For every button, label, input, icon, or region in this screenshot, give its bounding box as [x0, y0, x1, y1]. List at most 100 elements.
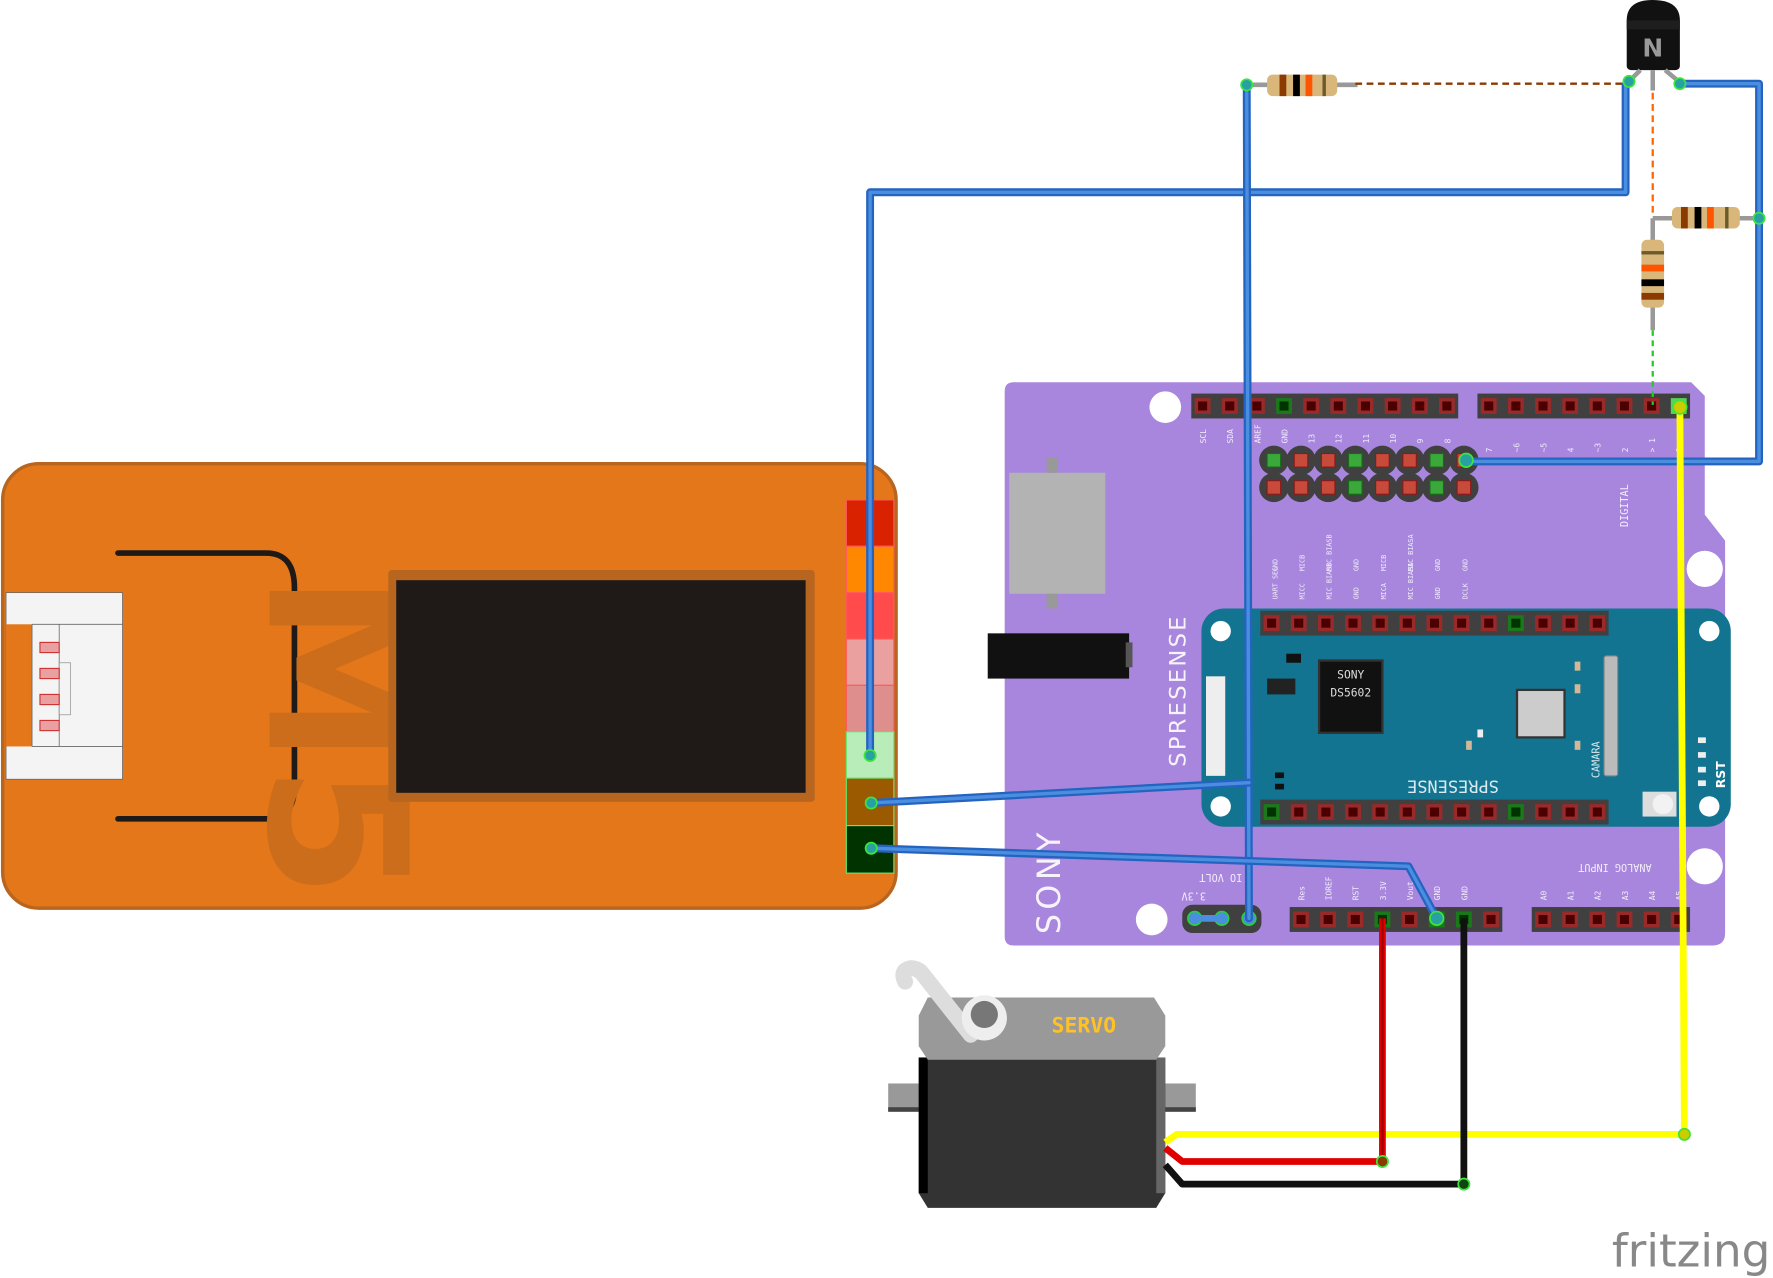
pin-label: MIC BIASA: [1407, 534, 1415, 571]
header-pin[interactable]: [1402, 452, 1417, 468]
header-pin[interactable]: [1347, 480, 1363, 495]
header-pin[interactable]: [1375, 480, 1390, 495]
pin-label: 12: [1335, 434, 1344, 444]
resistor-2[interactable]: [1652, 206, 1760, 229]
header-pin[interactable]: [1320, 452, 1336, 468]
header-pin[interactable]: [1375, 452, 1390, 468]
pin-hole: [1348, 618, 1358, 628]
pin-label: GND: [1460, 886, 1469, 901]
pin-hole: [1333, 401, 1343, 411]
pin-label: GND: [1280, 429, 1289, 444]
pin-hole: [1674, 914, 1684, 925]
pin-hole: [1375, 807, 1385, 817]
pin-hole: [1323, 914, 1333, 925]
header-pin[interactable]: [1320, 480, 1336, 495]
spresense-main-board[interactable]: SONY DS5602 CAMARA SPRESENSE RST: [1201, 608, 1731, 827]
wire-black-ground[interactable]: [1162, 918, 1468, 1188]
header-pin[interactable]: [1402, 480, 1417, 495]
pin-hole: [1565, 401, 1575, 411]
pin-label: 2: [1621, 447, 1630, 452]
pin-hole: [1565, 618, 1575, 628]
3v3-label: 3.3V: [1182, 889, 1206, 900]
pin-hole: [1267, 807, 1277, 817]
header-pin[interactable]: [1456, 480, 1472, 495]
main-board-name: SPRESENSE: [1407, 776, 1499, 796]
pin-label: SCL: [1199, 429, 1208, 444]
pin-hole: [1252, 401, 1262, 411]
pin-label: Vout: [1406, 881, 1415, 900]
header-pin[interactable]: [1429, 452, 1445, 468]
resistor-3[interactable]: [1641, 218, 1665, 331]
pin-hole: [1405, 914, 1415, 925]
m5-device[interactable]: M5: [0, 462, 898, 910]
pin-label: DCLK: [1461, 582, 1469, 599]
pin-label: GND: [1434, 587, 1442, 599]
servo-motor[interactable]: SERVO: [888, 960, 1196, 1208]
resistor-1[interactable]: [1246, 74, 1358, 97]
pin-hole: [1565, 807, 1575, 817]
header-pin[interactable]: [1293, 452, 1309, 468]
grove-connector: [5, 592, 123, 780]
pin-hole: [1198, 401, 1208, 411]
pin-hole: [1306, 401, 1316, 411]
wire-blue-m5-power[interactable]: [867, 778, 1253, 807]
pin-label: MIC BIASB: [1326, 534, 1334, 571]
transistor-glyph: N: [1642, 34, 1663, 63]
pin-hole: [1511, 807, 1521, 817]
main-header-bottom[interactable]: [1260, 799, 1609, 825]
pin-hole: [1538, 401, 1548, 411]
pin-label: 7: [1485, 447, 1494, 452]
pin-label: GND: [1433, 886, 1442, 901]
wire-endpoints: [863, 74, 1766, 1191]
wire-red-power[interactable]: [1163, 918, 1386, 1165]
wire-yellow-signal[interactable]: [1163, 407, 1688, 1146]
pin-hole: [1538, 807, 1548, 817]
pin-hole: [1484, 807, 1494, 817]
pin-label: 13: [1308, 434, 1317, 444]
pin-hole: [1457, 807, 1467, 817]
screen: [396, 580, 806, 793]
pin-label: GND: [1271, 559, 1279, 571]
pin-hole: [1388, 401, 1398, 411]
pin-hole: [1457, 618, 1467, 628]
pin-hole: [1592, 914, 1602, 925]
header-pin[interactable]: [1429, 480, 1445, 495]
pin-hole: [1484, 401, 1494, 411]
header-pin[interactable]: [1347, 452, 1363, 468]
pin-label: UART SEL: [1271, 567, 1279, 600]
pin-label: MICA: [1380, 583, 1388, 599]
spresense-side-label: SPRESENSE: [1166, 614, 1192, 767]
pin-hole: [1647, 914, 1657, 925]
pin-label: GND: [1353, 559, 1361, 571]
header-pin[interactable]: [1266, 480, 1282, 495]
pin-hole: [1225, 401, 1235, 411]
main-header-top[interactable]: [1260, 610, 1609, 636]
servo-label: SERVO: [1052, 1014, 1117, 1039]
pin-hole: [1442, 401, 1452, 411]
npn-transistor[interactable]: N: [1626, 0, 1681, 91]
pin-label: ~3: [1594, 443, 1603, 453]
pin-label: GND: [1353, 587, 1361, 599]
sony-chip: [1317, 659, 1384, 735]
pin-hole: [1619, 401, 1629, 411]
pin-hole: [1486, 914, 1496, 925]
pin-label: A2: [1594, 890, 1603, 900]
wire-blue-m5-gnd[interactable]: [867, 844, 1441, 923]
header-pin[interactable]: [1293, 480, 1309, 495]
pin-label: A4: [1648, 890, 1657, 900]
wire-blue-transistor-to-grid[interactable]: [1462, 79, 1764, 466]
header-io-volt[interactable]: [1182, 904, 1262, 934]
header-pin[interactable]: [1266, 452, 1282, 468]
pin-hole: [1375, 618, 1385, 628]
pin-hole: [1294, 807, 1304, 817]
pin-hole: [1402, 807, 1412, 817]
pin-label: ~5: [1539, 443, 1548, 453]
wire-blue-resistor-to-5v[interactable]: [1242, 80, 1253, 923]
chip-brand: SONY: [1337, 669, 1364, 682]
pin-label: A1: [1567, 890, 1576, 900]
